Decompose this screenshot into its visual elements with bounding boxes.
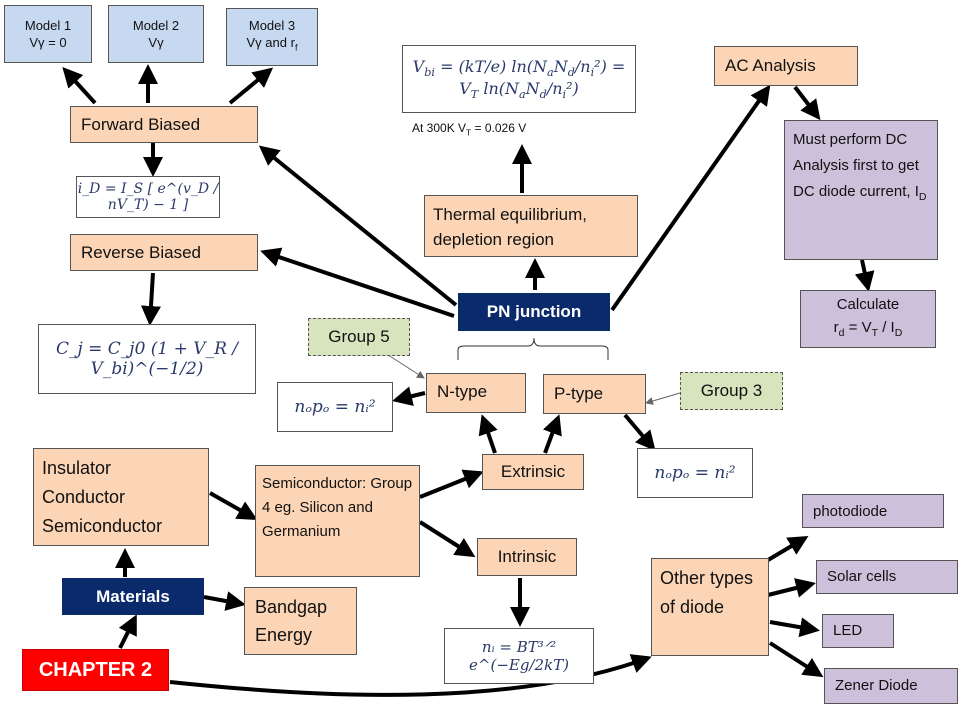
n-type-formula-box: nₒpₒ = nᵢ²	[277, 382, 393, 432]
vbi-formula-box: Vbi = (kT/e) ln(NaNd/ni²) = VT ln(NaNd/n…	[402, 45, 636, 113]
dc-note-box: Must perform DC Analysis first to get DC…	[784, 120, 938, 260]
n-type-label: N-type	[437, 382, 488, 401]
intrinsic-label: Intrinsic	[497, 547, 557, 566]
dc-note-sub: D	[918, 191, 927, 203]
vbi-note-sub: T	[466, 127, 472, 138]
insulator-list-box: Insulator Conductor Semiconductor	[33, 448, 209, 546]
chapter-2-label: CHAPTER 2	[38, 658, 153, 681]
materials-box: Materials	[62, 578, 204, 615]
pn-junction-label: PN junction	[486, 302, 582, 321]
semiconductor-item: Semiconductor	[42, 516, 163, 536]
semiconductor-box: Semiconductor: Group 4 eg. Silicon and G…	[255, 465, 420, 577]
n-type-formula: nₒpₒ = nᵢ²	[294, 397, 376, 417]
insulator-item: Insulator	[42, 458, 112, 478]
intrinsic-box: Intrinsic	[477, 538, 577, 576]
led-label: LED	[833, 622, 863, 639]
group-5-box: Group 5	[308, 318, 410, 356]
photodiode-label: photodiode	[813, 503, 888, 520]
model-3-box: Model 3 Vγ and rf	[226, 8, 318, 66]
other-diodes-box: Other types of diode	[651, 558, 769, 656]
diode-equation-box: i_D = I_S [ e^(v_D / nV_T) − 1 ]	[76, 176, 220, 218]
model-1-box: Model 1 Vγ = 0	[4, 5, 92, 63]
vbi-formula: Vbi = (kT/e) ln(NaNd/ni²) = VT ln(NaNd/n…	[412, 56, 626, 102]
intrinsic-formula-box: nᵢ = BT³ᐟ² e^(−Eg/2kT)	[444, 628, 594, 684]
solar-cells-box: Solar cells	[816, 560, 958, 594]
model-3-desc-wrap: Vγ and rf	[247, 34, 298, 57]
led-box: LED	[822, 614, 894, 648]
vbi-note-text: At 300K V	[412, 121, 467, 135]
vbi-note-value: = 0.026 V	[471, 121, 527, 135]
extrinsic-label: Extrinsic	[500, 462, 566, 481]
zener-diode-box: Zener Diode	[824, 668, 958, 704]
bandgap-label: Bandgap Energy	[255, 597, 328, 645]
other-diodes-label: Other types of diode	[660, 568, 754, 617]
model-2-title: Model 2	[132, 18, 180, 33]
chapter-2-box: CHAPTER 2	[22, 649, 169, 691]
reverse-biased-label: Reverse Biased	[81, 243, 202, 262]
thermal-equilibrium-box: Thermal equilibrium, depletion region	[424, 195, 638, 257]
semiconductor-label: Semiconductor: Group 4 eg. Silicon and G…	[262, 475, 413, 540]
forward-biased-box: Forward Biased	[70, 106, 258, 143]
zener-diode-label: Zener Diode	[835, 677, 918, 694]
reverse-biased-box: Reverse Biased	[70, 234, 258, 271]
diode-equation: i_D = I_S [ e^(v_D / nV_T) − 1 ]	[77, 181, 219, 213]
capacitance-equation: C_j = C_j0 (1 + V_R / V_bi)^(−1/2)	[55, 339, 239, 379]
group-3-box: Group 3	[680, 372, 783, 410]
calculate-title: Calculate	[836, 296, 900, 313]
solar-cells-label: Solar cells	[827, 568, 897, 585]
intrinsic-formula: nᵢ = BT³ᐟ² e^(−Eg/2kT)	[469, 638, 569, 674]
conductor-item: Conductor	[42, 487, 126, 507]
thermal-equilibrium-label: Thermal equilibrium, depletion region	[433, 205, 587, 249]
vbi-note: At 300K VT = 0.026 V	[412, 121, 612, 139]
pn-junction-box: PN junction	[458, 293, 610, 331]
group-5-label: Group 5	[328, 327, 390, 346]
model-2-desc: Vγ	[148, 35, 164, 50]
bandgap-box: Bandgap Energy	[244, 587, 357, 655]
extrinsic-box: Extrinsic	[482, 454, 584, 490]
model-3-sub: f	[294, 42, 298, 53]
capacitance-equation-box: C_j = C_j0 (1 + V_R / V_bi)^(−1/2)	[38, 324, 256, 394]
calculate-box: Calculate rd = VT / ID	[800, 290, 936, 348]
model-2-box: Model 2 Vγ	[108, 5, 204, 63]
calculate-equation: rd = VT / ID	[833, 319, 903, 339]
materials-label: Materials	[96, 586, 170, 606]
ac-analysis-label: AC Analysis	[725, 56, 816, 75]
photodiode-box: photodiode	[802, 494, 944, 528]
p-type-formula: nₒpₒ = nᵢ²	[654, 463, 736, 483]
group-3-label: Group 3	[700, 381, 763, 400]
forward-biased-label: Forward Biased	[81, 115, 201, 134]
model-3-title: Model 3	[248, 18, 296, 34]
ac-analysis-box: AC Analysis	[714, 46, 858, 86]
model-1-desc: Vγ = 0	[29, 35, 67, 50]
model-1-title: Model 1	[24, 18, 72, 33]
n-type-box: N-type	[426, 373, 526, 413]
dc-note-text: Must perform DC Analysis first to get DC…	[793, 131, 919, 200]
p-type-formula-box: nₒpₒ = nᵢ²	[637, 448, 753, 498]
p-type-box: P-type	[543, 374, 646, 414]
model-3-desc: Vγ and r	[246, 35, 295, 51]
p-type-label: P-type	[554, 384, 604, 403]
